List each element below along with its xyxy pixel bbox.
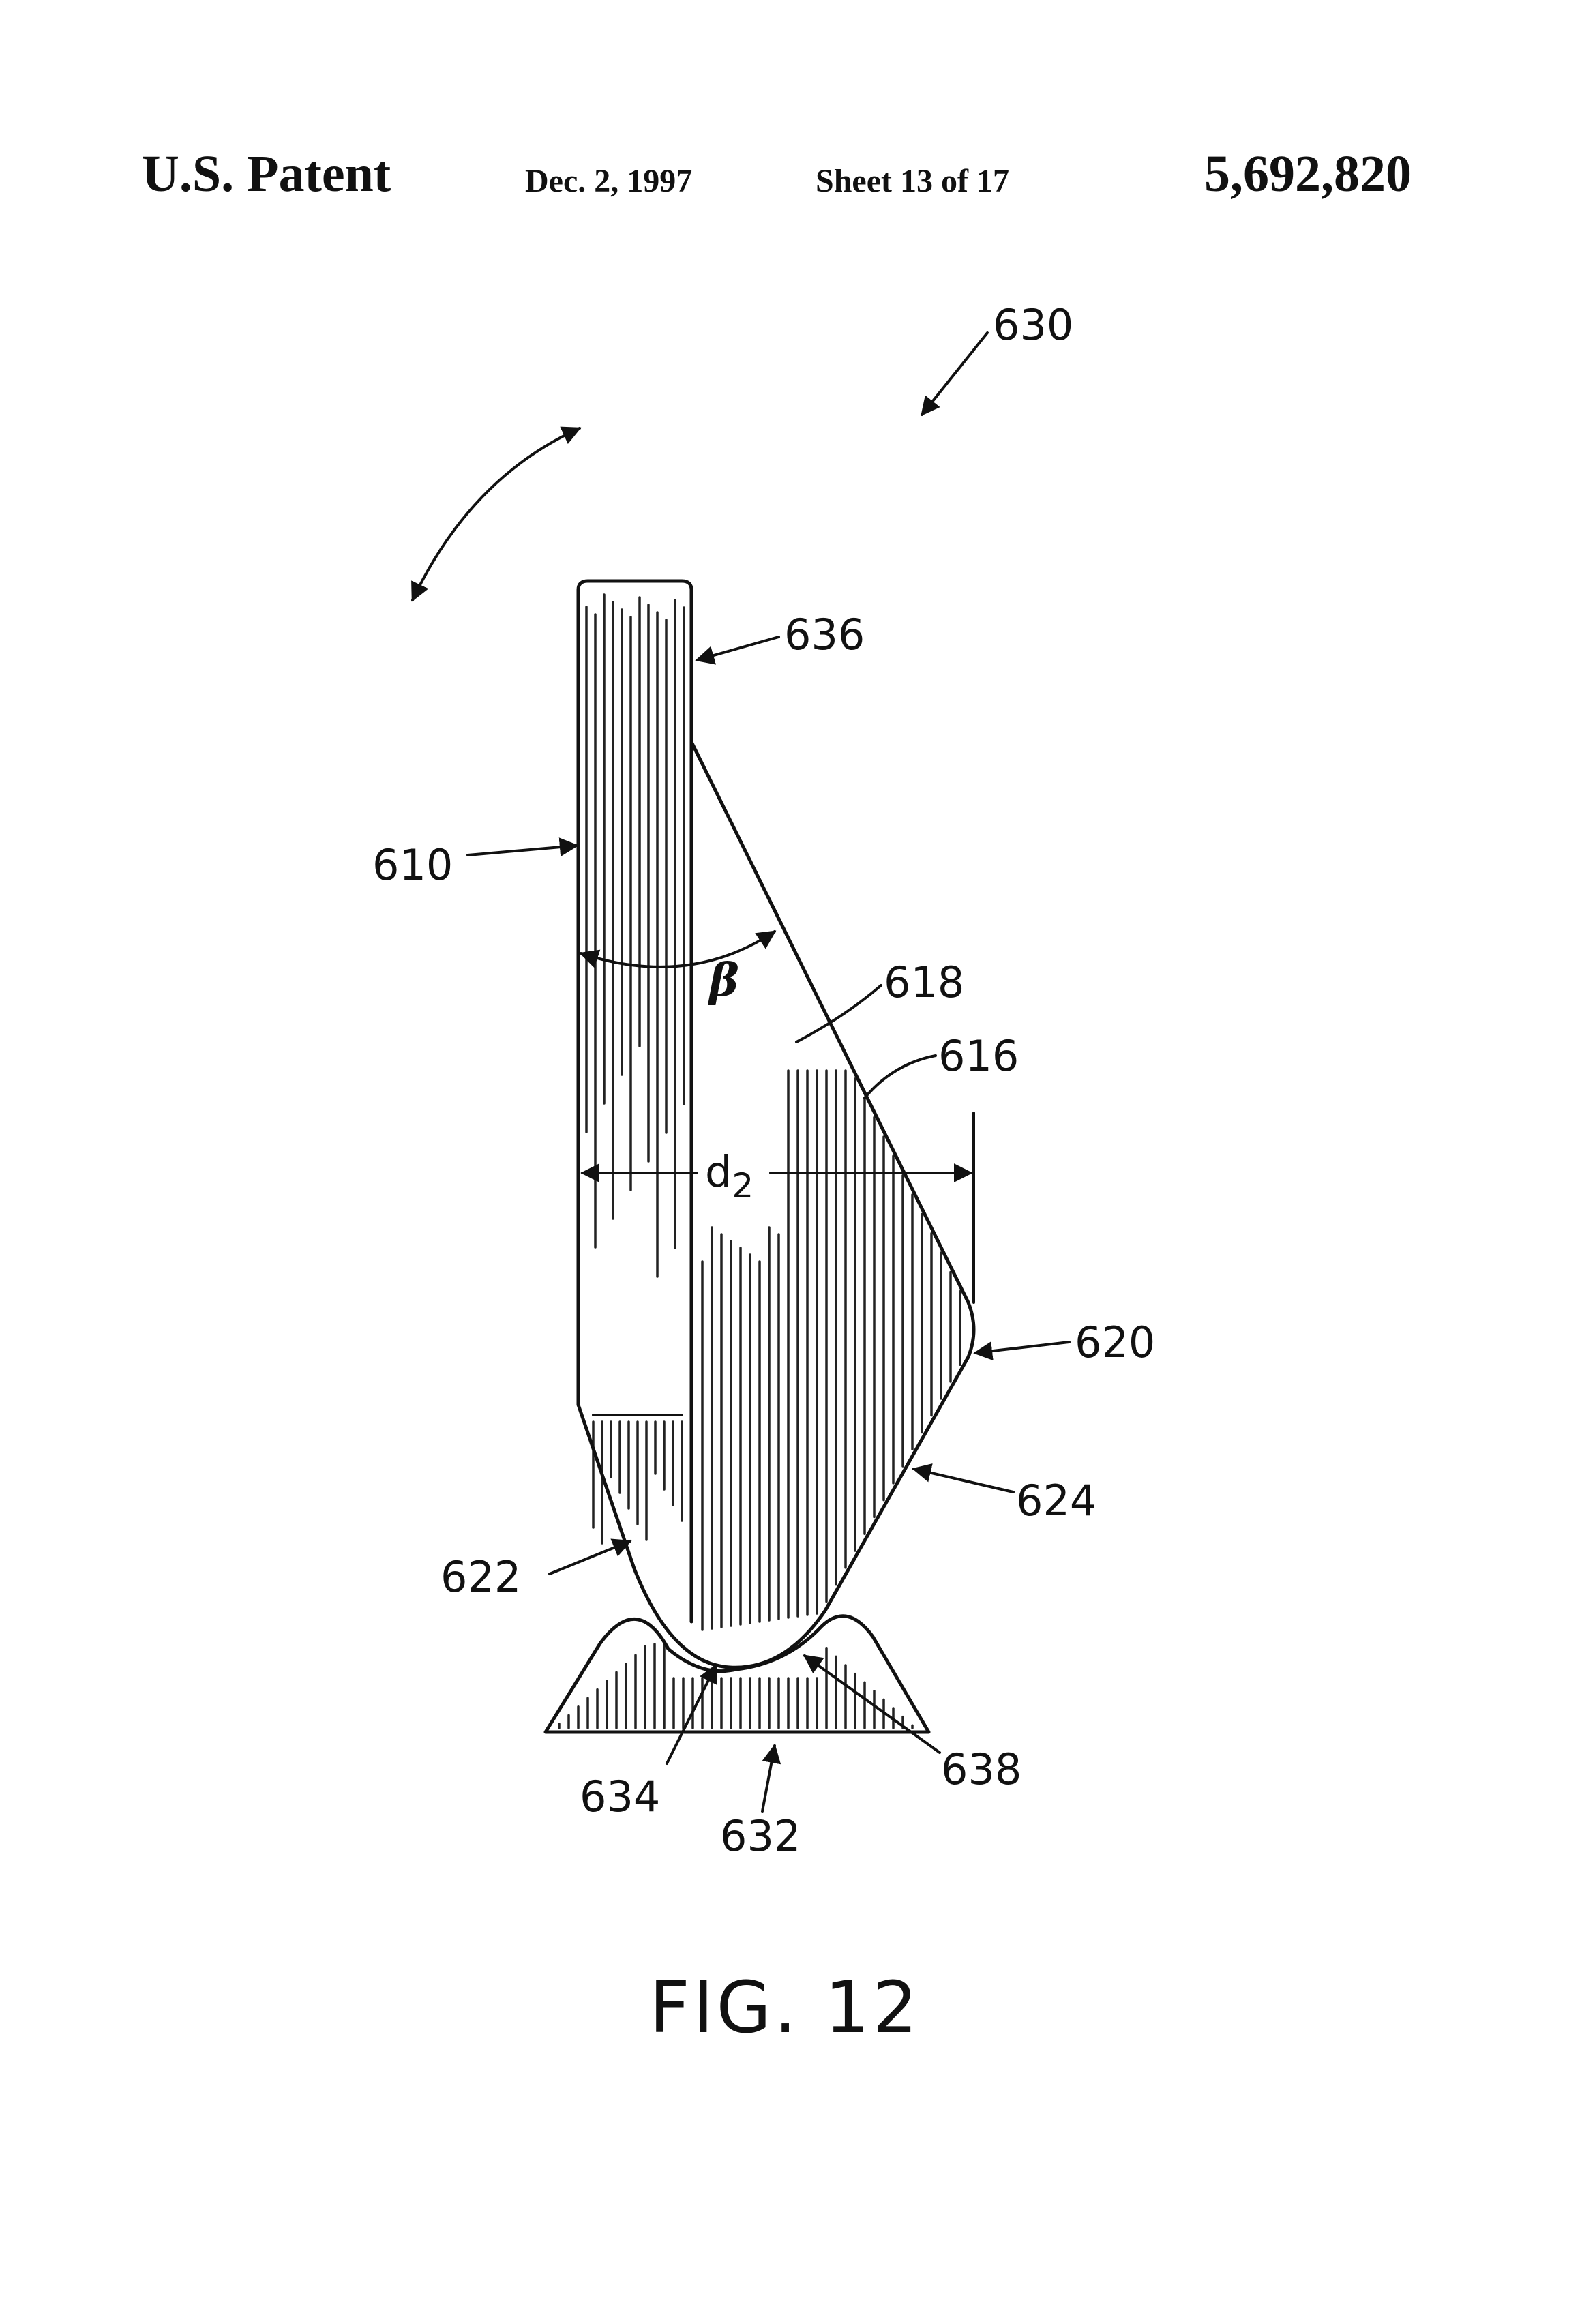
patent-sheet: Sheet 13 of 17	[816, 163, 1009, 199]
label-634: 634	[580, 1772, 660, 1821]
label-630: 630	[993, 300, 1073, 350]
leader-632	[761, 1744, 781, 1813]
label-636: 636	[784, 610, 865, 659]
leader-620	[973, 1341, 1071, 1361]
dimension-d-letter: d	[705, 1147, 732, 1197]
label-618: 618	[884, 957, 964, 1007]
label-624: 624	[1016, 1476, 1096, 1525]
leader-622	[548, 1538, 632, 1575]
patent-number: 5,692,820	[1204, 145, 1412, 203]
shaft-outline	[576, 579, 693, 1407]
body-outline	[576, 740, 976, 1669]
leader-618	[795, 984, 882, 1043]
leader-638	[803, 1654, 941, 1754]
label-632: 632	[720, 1811, 801, 1861]
dimension-d-label: d2	[705, 1147, 753, 1206]
leader-630	[921, 331, 989, 417]
patent-date: Dec. 2, 1997	[525, 163, 693, 199]
leader-616	[863, 1054, 937, 1099]
leader-610	[466, 837, 579, 857]
label-610: 610	[372, 840, 453, 890]
label-638: 638	[941, 1744, 1021, 1794]
leader-636	[695, 636, 780, 665]
rotation-arrow	[411, 426, 582, 602]
label-622: 622	[441, 1552, 521, 1602]
base-outline	[543, 1614, 931, 1734]
dimension-d-subscript: 2	[732, 1166, 753, 1206]
angle-beta-label: β	[707, 953, 739, 1007]
label-616: 616	[938, 1031, 1019, 1081]
patent-label: U.S. Patent	[142, 145, 391, 203]
leader-634	[666, 1663, 717, 1765]
angle-beta-arc	[579, 930, 777, 968]
leader-624	[912, 1463, 1015, 1493]
figure-caption: FIG. 12	[649, 1966, 921, 2049]
label-620: 620	[1075, 1317, 1155, 1367]
